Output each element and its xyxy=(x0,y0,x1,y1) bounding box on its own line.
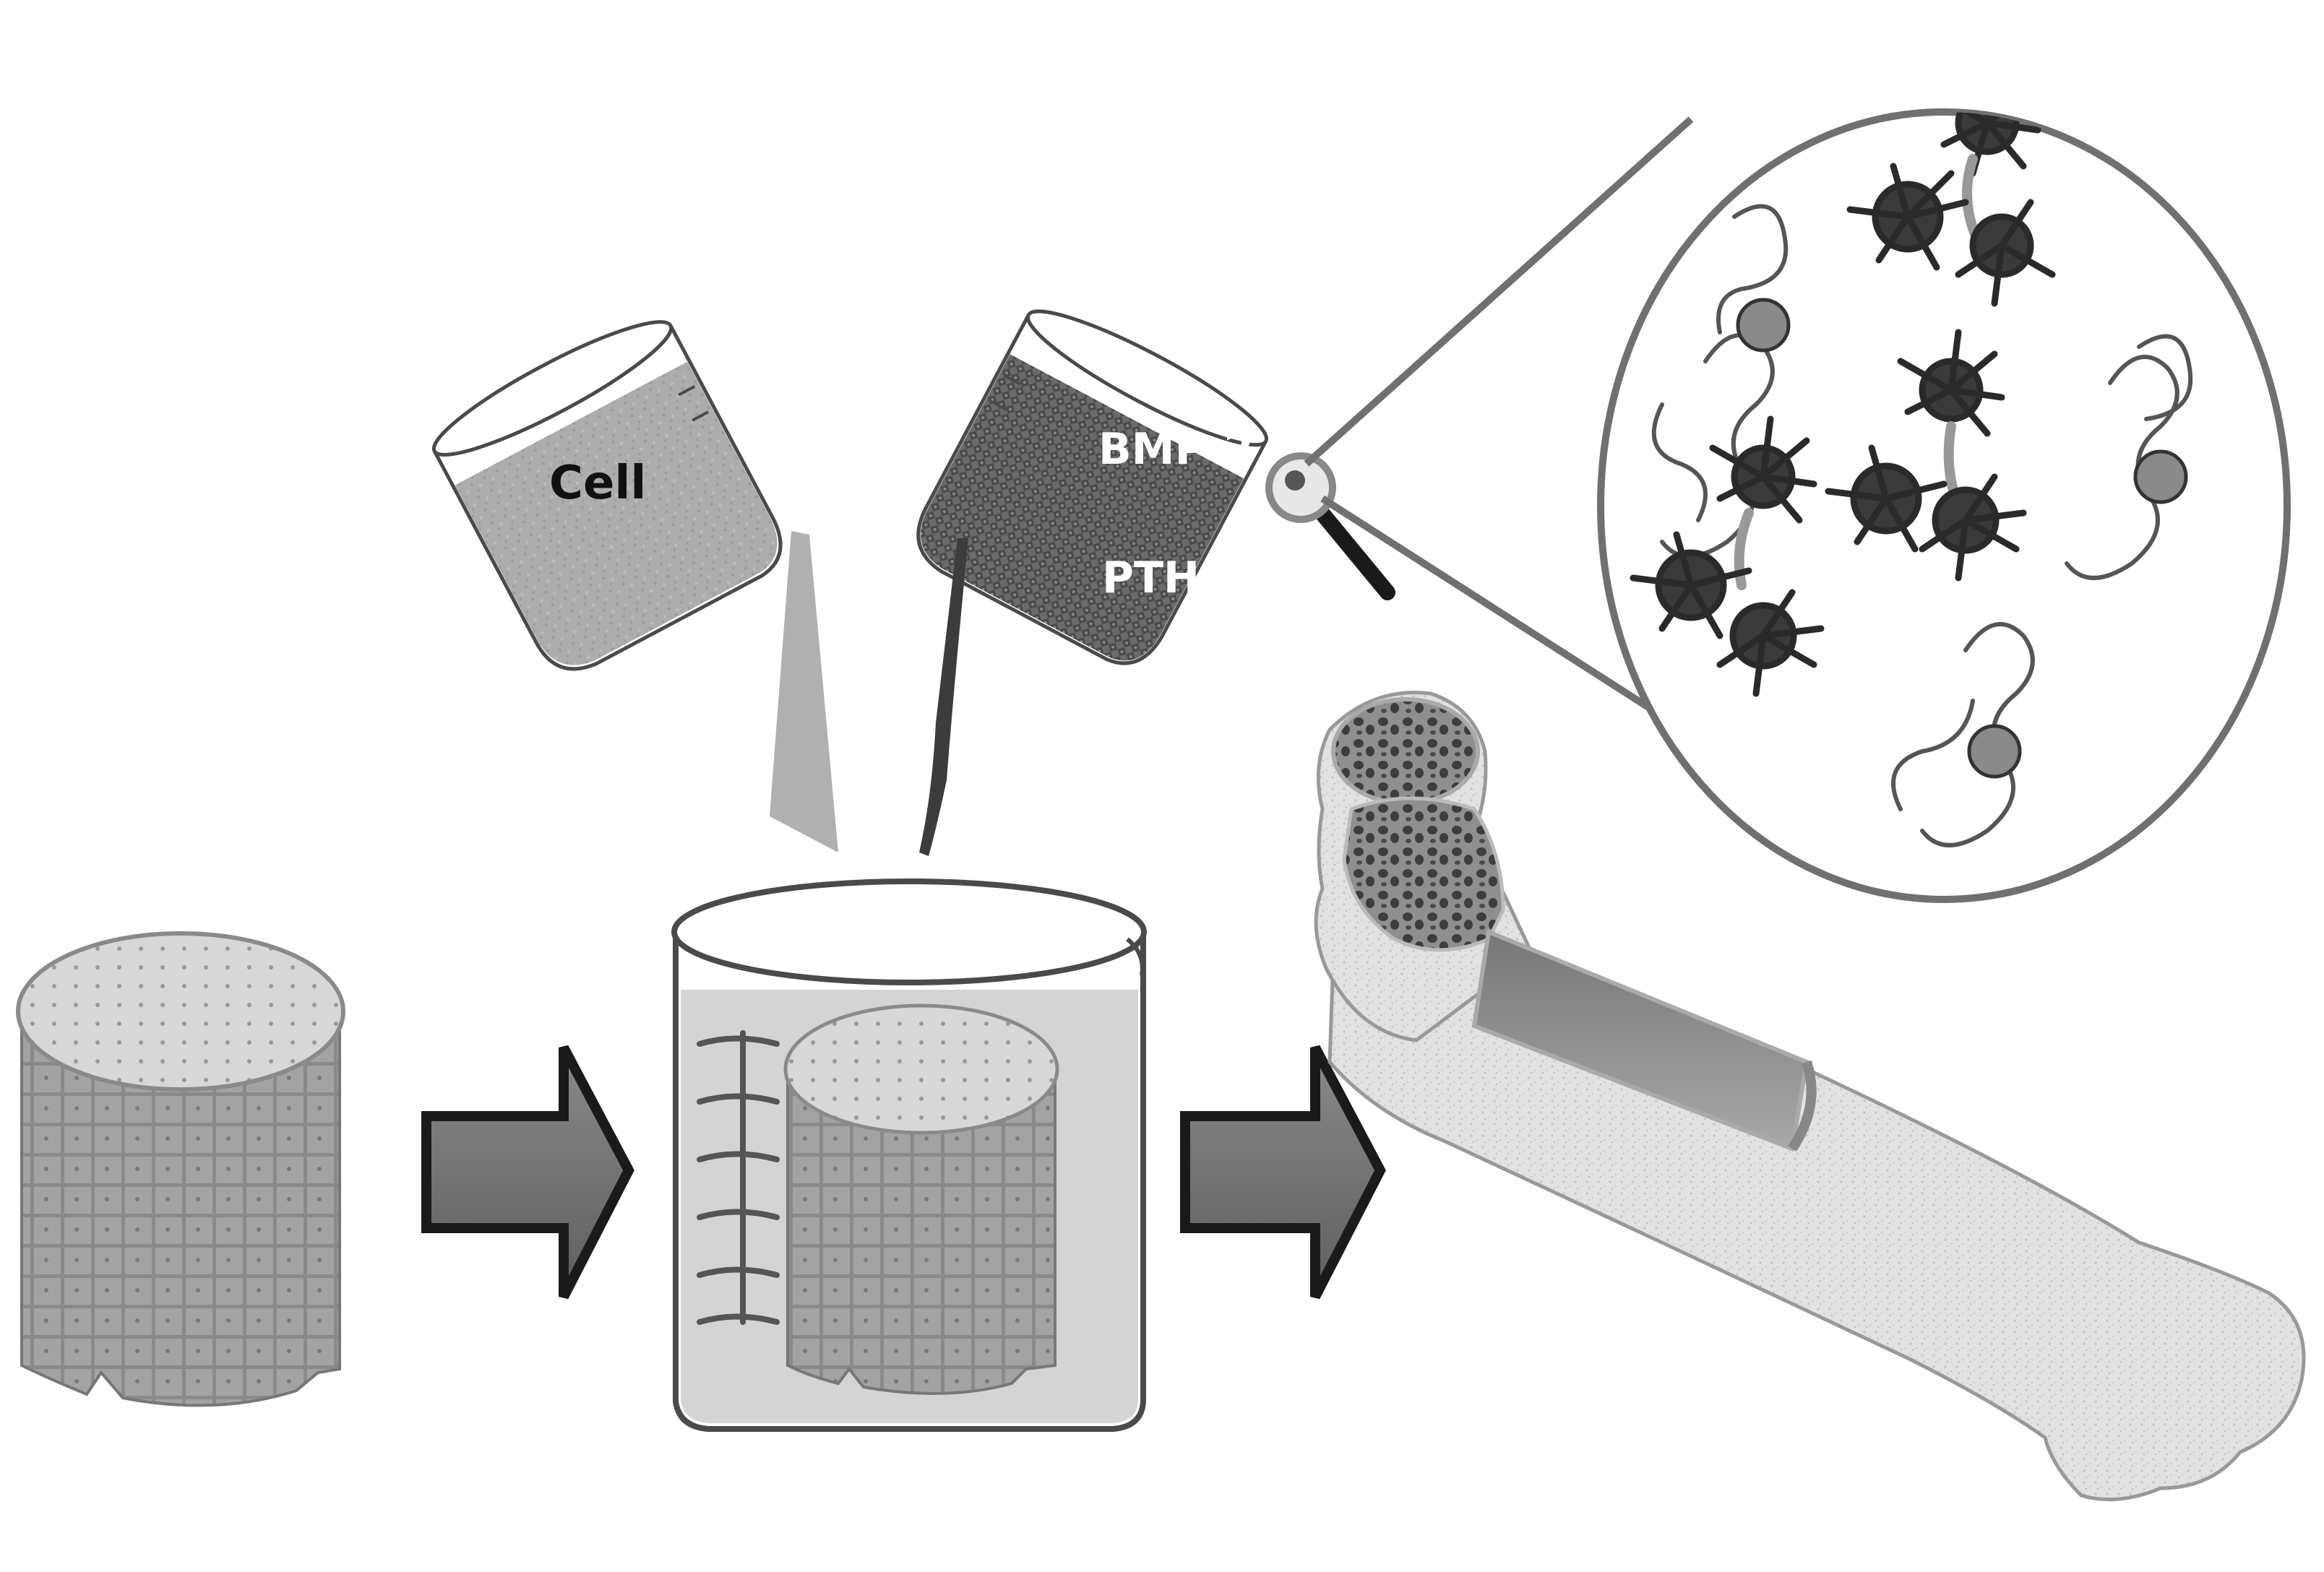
cell-label: Cell xyxy=(549,457,646,510)
zoom-line-bottom xyxy=(1320,495,1697,740)
pthrp-label: PTHrP xyxy=(1102,553,1253,603)
femoral-head-section xyxy=(1331,697,1480,806)
bmp2-label: BMP-2 xyxy=(1098,424,1254,475)
growth-factor-beaker xyxy=(916,309,1269,665)
process-arrow-icon xyxy=(421,1045,634,1300)
pthrp-molecule xyxy=(1891,622,2035,847)
bmp2-molecule xyxy=(1630,415,1825,697)
femur-bone xyxy=(1314,691,2306,1502)
cell-beaker xyxy=(431,320,783,671)
trochanter-section xyxy=(1342,796,1505,952)
magnifier-icon xyxy=(1265,452,1395,600)
bmp2-molecule xyxy=(1846,112,2056,307)
zoom-line-top xyxy=(1304,116,1694,467)
cell-stream xyxy=(770,531,838,852)
process-arrow-icon xyxy=(1180,1045,1386,1300)
beaker-graduation-marks xyxy=(697,1030,780,1325)
protein-zoom-view xyxy=(1597,108,2291,903)
porous-scaffold xyxy=(16,931,345,1407)
pthrp-molecule xyxy=(1651,204,1791,558)
bmp2-molecule xyxy=(1825,329,2027,582)
culture-beaker xyxy=(671,878,1147,1432)
scaffold-in-beaker xyxy=(783,1003,1059,1395)
pthrp-molecule xyxy=(2065,334,2193,580)
protein-stream xyxy=(919,538,968,856)
